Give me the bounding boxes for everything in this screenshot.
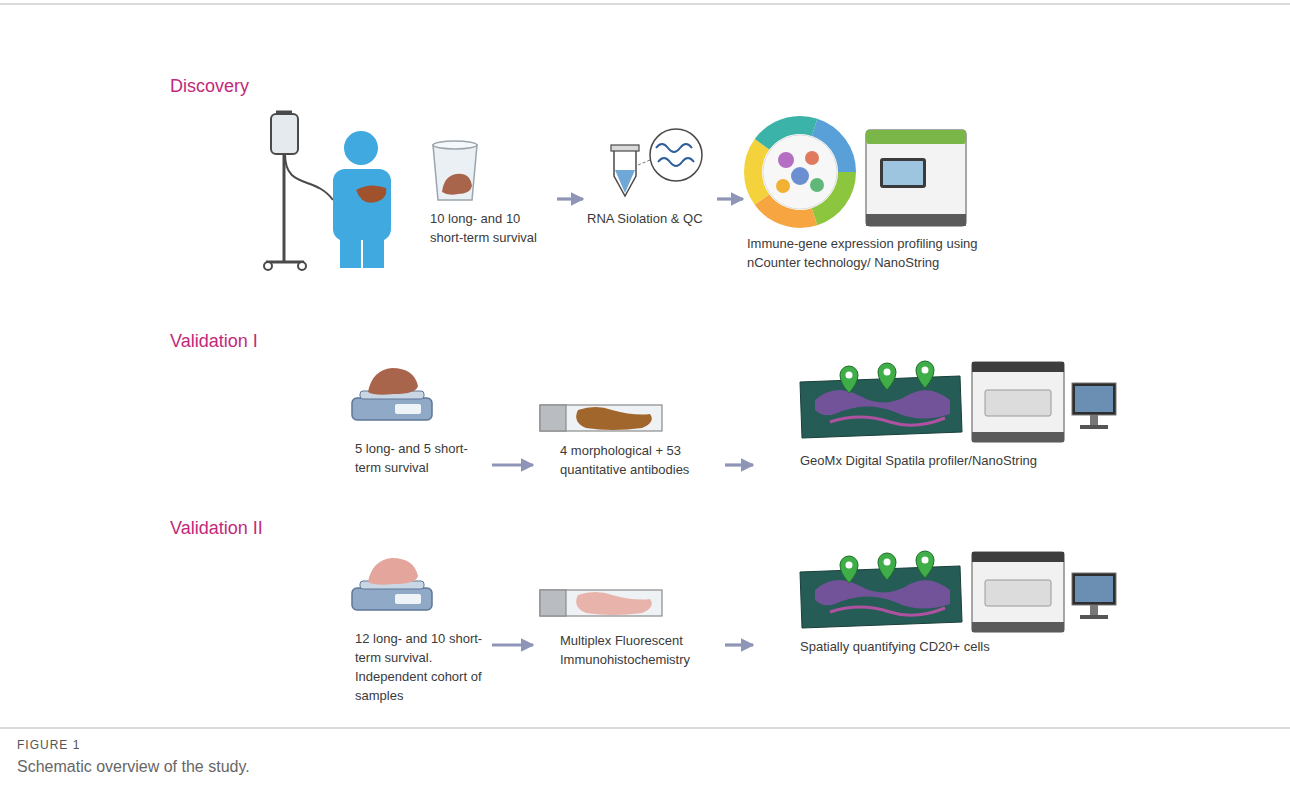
process-step: Immune-gene expression profiling using n… — [745, 100, 982, 280]
process-step: RNA Siolation & QC — [585, 100, 715, 270]
immune-panel-wheel — [805, 151, 819, 165]
validation-ii-icons — [352, 581, 432, 610]
rna-tube-icon — [650, 129, 702, 181]
ncounter-instrument — [866, 214, 966, 226]
flow-arrow — [557, 197, 583, 200]
rule-line — [0, 727, 1290, 729]
figure-caption: Schematic overview of the study. — [17, 758, 250, 776]
rna-tube-icon — [615, 170, 635, 193]
step-label: GeoMx Digital Spatila profiler/NanoStrin… — [800, 452, 1037, 471]
tissue-jar — [433, 141, 477, 200]
tissue-jar — [442, 174, 472, 195]
flow-arrow — [717, 197, 743, 200]
ncounter-instrument — [866, 130, 966, 226]
immune-panel-wheel — [753, 125, 847, 219]
process-step: GeoMx Digital Spatila profiler/NanoStrin… — [755, 355, 1120, 490]
validation-i-icons — [576, 407, 652, 430]
iv-patient-icon — [340, 236, 384, 268]
rule-line — [0, 3, 1290, 5]
validation-i-icons — [540, 405, 662, 431]
iv-patient-icon — [344, 131, 378, 165]
ncounter-instrument — [866, 130, 966, 144]
section-heading: Discovery — [170, 76, 249, 97]
validation-ii-icons — [352, 551, 1116, 632]
immune-panel-wheel — [753, 125, 847, 219]
step-label: 5 long- and 5 short-term survival — [355, 440, 487, 478]
rna-tube-icon — [611, 129, 702, 196]
flow-arrow — [725, 643, 753, 646]
immune-panel-wheel — [778, 152, 794, 168]
rna-tube-icon — [658, 158, 694, 166]
process-step: Multiplex Fluorescent Immunohistochemist… — [535, 575, 723, 685]
immune-panel-wheel — [753, 125, 847, 219]
rna-tube-icon — [614, 150, 636, 196]
iv-patient-icon — [285, 154, 333, 200]
iv-patient-icon — [333, 169, 391, 241]
validation-ii-icons — [368, 558, 418, 585]
immune-panel-wheel — [776, 179, 790, 193]
iv-patient-icon — [356, 185, 386, 202]
immune-panel-wheel — [753, 125, 847, 219]
iv-patient-icon — [298, 262, 306, 270]
validation-ii-icons — [800, 551, 1116, 632]
validation-i-icons — [800, 361, 1116, 442]
validation-ii-icons — [540, 590, 662, 616]
iv-patient-icon — [264, 112, 391, 270]
immune-panel-wheel — [753, 125, 847, 219]
rna-tube-icon — [656, 144, 692, 152]
immune-panel-wheel — [753, 125, 847, 219]
process-step: 12 long- and 10 short-term survival. Ind… — [350, 548, 490, 708]
validation-i-icons — [368, 368, 418, 395]
validation-i-icons — [352, 391, 432, 420]
flow-arrow — [725, 463, 753, 466]
step-label: RNA Siolation & QC — [587, 210, 703, 229]
tissue-jar — [433, 145, 477, 200]
immune-panel-wheel — [810, 178, 824, 192]
tissue-jar — [433, 141, 477, 149]
rna-tube-icon — [611, 145, 639, 151]
flow-arrow — [492, 643, 533, 646]
immune-panel-wheel — [791, 167, 809, 185]
step-label: Immune-gene expression profiling using n… — [747, 235, 979, 273]
step-label: Multiplex Fluorescent Immunohistochemist… — [560, 632, 720, 670]
ncounter-instrument — [883, 161, 923, 185]
process-step: 5 long- and 5 short-term survival — [350, 355, 490, 490]
step-label: 12 long- and 10 short-term survival. Ind… — [355, 630, 487, 705]
iv-patient-icon — [361, 240, 363, 268]
immune-panel-wheel — [763, 135, 837, 209]
ncounter-instrument — [866, 130, 966, 226]
rna-tube-icon — [638, 160, 650, 165]
process-step: 10 long- and 10 short-term survival — [265, 100, 555, 270]
step-label: 10 long- and 10 short-term survival — [430, 210, 552, 248]
process-step: 4 morphological + 53 quantitative antibo… — [535, 390, 723, 490]
iv-patient-icon — [264, 262, 272, 270]
figure-number: FIGURE 1 — [17, 738, 80, 752]
iv-patient-icon — [271, 114, 298, 154]
step-label: 4 morphological + 53 quantitative antibo… — [560, 442, 720, 480]
validation-ii-icons — [576, 592, 652, 615]
section-heading: Validation II — [170, 518, 263, 539]
validation-i-icons — [352, 361, 1116, 442]
section-heading: Validation I — [170, 331, 258, 352]
step-label: Spatially quantifying CD20+ cells — [800, 638, 990, 657]
process-step: Spatially quantifying CD20+ cells — [755, 548, 1120, 678]
ncounter-instrument — [880, 158, 926, 188]
flow-arrow — [492, 463, 533, 466]
